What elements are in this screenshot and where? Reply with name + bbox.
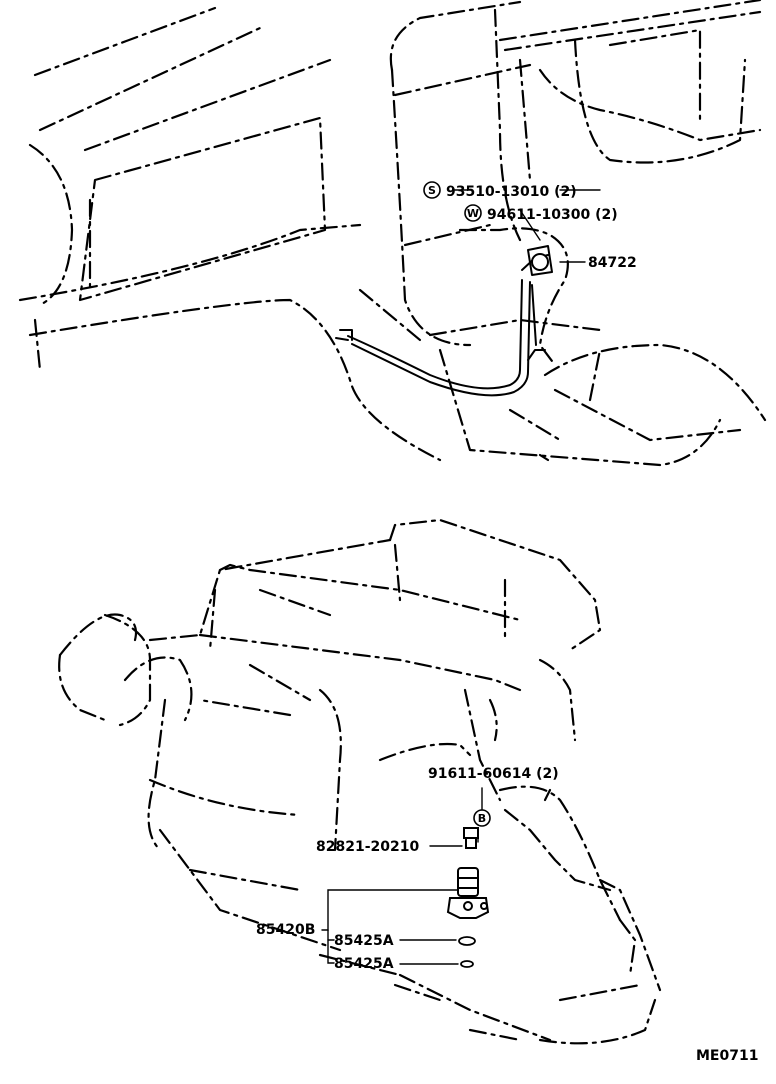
s-marker-icon: S — [423, 181, 441, 199]
sensor-group-bracket — [321, 889, 459, 965]
label-bolt-s: 93510-13010 (2) — [446, 184, 577, 200]
label-oring-1: 85425A — [334, 933, 394, 949]
sensor-part[interactable] — [446, 867, 490, 919]
svg-text:S: S — [428, 184, 436, 197]
w-marker-icon: W — [464, 204, 482, 222]
engine-outline — [58, 518, 662, 1045]
clamp-part[interactable] — [527, 245, 553, 276]
oring-part-2[interactable] — [460, 960, 474, 968]
diagram-code: ME0711 — [696, 1048, 758, 1064]
oring-part-1[interactable] — [458, 936, 476, 946]
wire-harness — [335, 254, 549, 397]
label-washer-w: 94611-10300 (2) — [487, 207, 618, 223]
svg-text:B: B — [478, 812, 486, 825]
vehicle-body-outline — [18, 0, 767, 467]
b-marker-icon: B — [473, 809, 491, 827]
top-leader-lines — [454, 189, 601, 263]
fitting-part[interactable] — [463, 827, 479, 849]
label-clamp: 84722 — [588, 255, 637, 271]
label-fitting: 82821-20210 — [316, 839, 419, 855]
svg-text:W: W — [467, 207, 479, 220]
label-bolt-engine: 91611-60614 (2) — [428, 766, 559, 782]
label-sensor: 85420B — [256, 922, 315, 938]
label-oring-2: 85425A — [334, 956, 394, 972]
